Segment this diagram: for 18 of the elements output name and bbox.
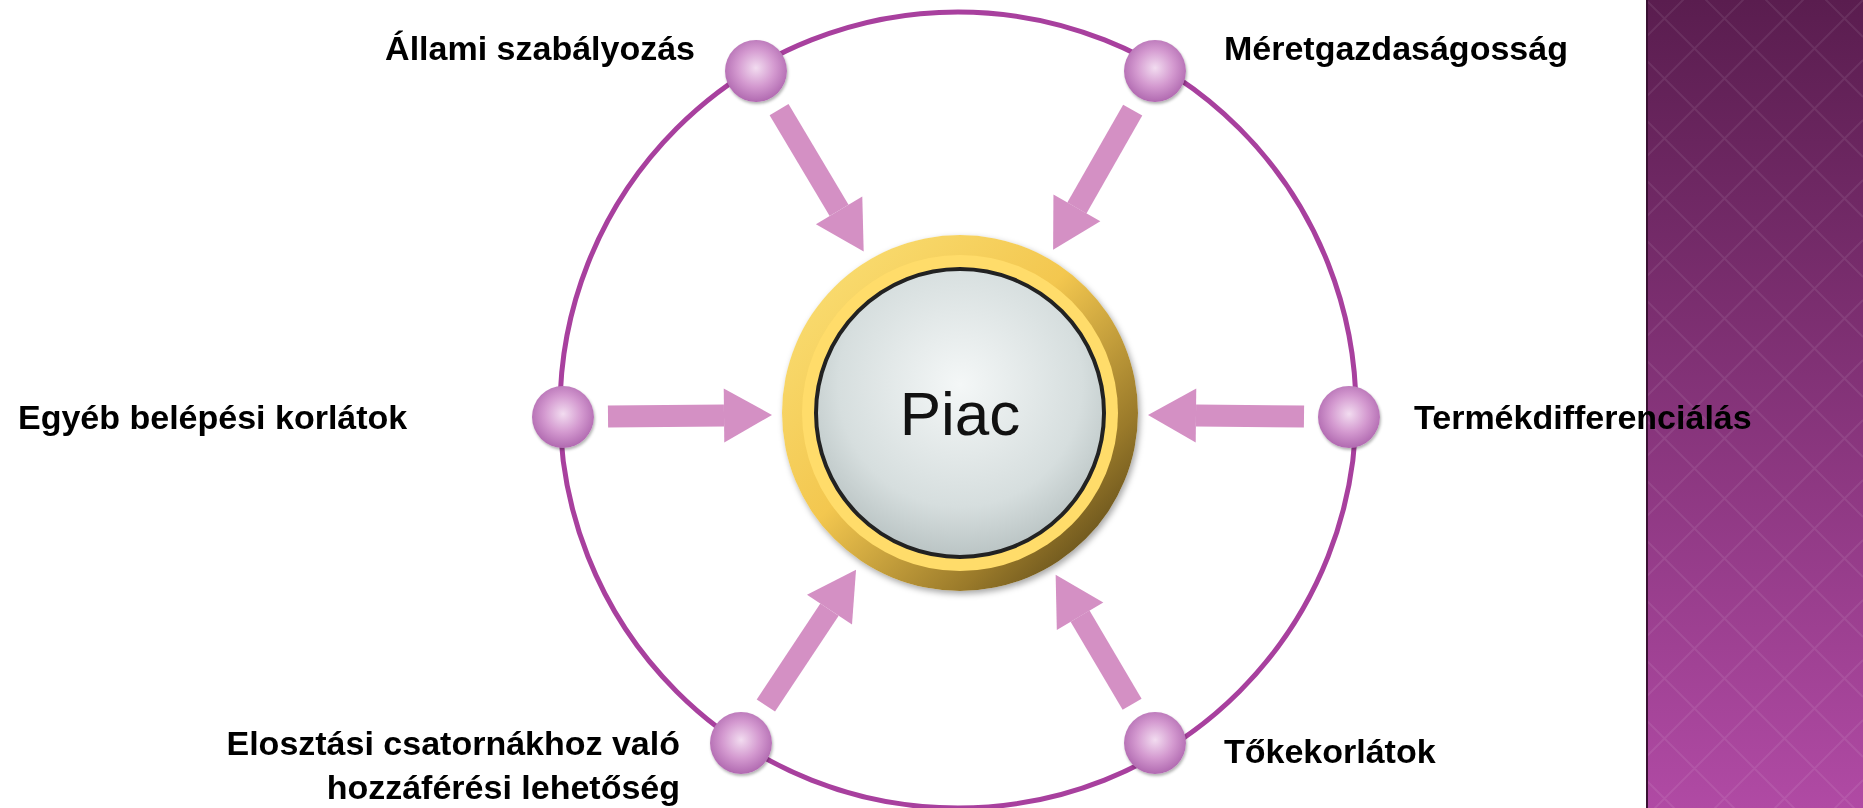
arrow [607, 388, 772, 443]
sphere-dot [1124, 40, 1186, 102]
factor-label: Egyéb belépési korlátok [18, 396, 408, 438]
arrow [1055, 574, 1142, 710]
factor-label: Méretgazdaságosság [1224, 27, 1568, 69]
factor-label: Elosztási csatornákhoz való hozzáférési lehetőség [225, 722, 680, 808]
sphere-dot [725, 40, 787, 102]
factor-label: Tőkekorlátok [1224, 730, 1436, 772]
arrow [756, 569, 857, 712]
sphere-dot [1318, 386, 1380, 448]
sphere-dot [1124, 712, 1186, 774]
node-label: Piac [899, 377, 1021, 449]
arrow [769, 104, 864, 252]
sphere-dot [710, 712, 772, 774]
sphere-dot [532, 386, 594, 448]
arrow [1148, 388, 1305, 443]
arrow [1053, 104, 1143, 250]
factor-label: Állami szabályozás [385, 27, 695, 69]
